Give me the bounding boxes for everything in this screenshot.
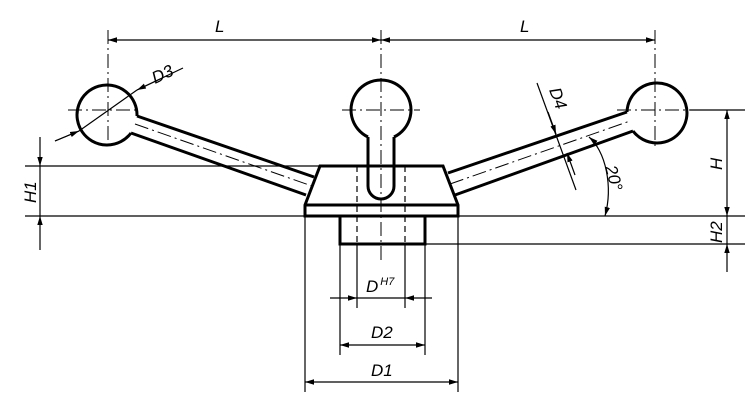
dimension-D3 [54, 67, 184, 142]
label-D1: D1 [371, 361, 393, 380]
left-arm [130, 114, 315, 197]
dimension-D4 [536, 82, 577, 191]
left-ball [68, 30, 140, 150]
label-L-left: L [215, 17, 224, 36]
label-D3: D3 [149, 61, 177, 88]
label-D4: D4 [545, 85, 570, 112]
label-L-right: L [520, 17, 529, 36]
reference-lines [25, 109, 745, 392]
label-H: H [707, 157, 726, 170]
center-stem [366, 30, 396, 260]
label-H1: H1 [21, 181, 40, 203]
label-angle: 20° [601, 162, 626, 193]
dimension-angle [588, 136, 610, 217]
label-H2: H2 [707, 221, 726, 243]
right-ball [617, 30, 740, 150]
label-D2: D2 [371, 323, 393, 342]
